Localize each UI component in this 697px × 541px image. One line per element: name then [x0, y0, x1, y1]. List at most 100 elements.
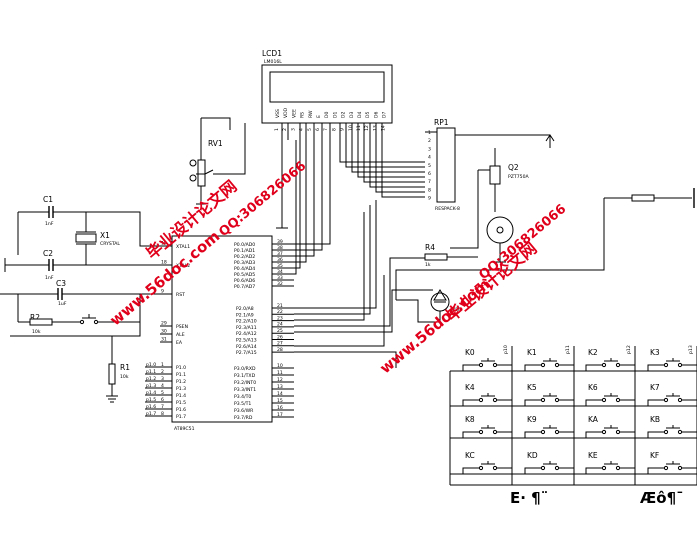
- mcu-pin-number: 8: [161, 411, 164, 417]
- mcu-pin-name: P0.5/AD5: [234, 272, 255, 278]
- mcu-pin-name: P2.5/A13: [236, 338, 257, 344]
- lcd-to-rp1-bus: [339, 123, 437, 198]
- potentiometer-rv1[interactable]: RV1: [189, 117, 246, 205]
- keypad-key[interactable]: K9: [524, 415, 574, 438]
- q2-model-label: PZT750A: [508, 174, 529, 180]
- keypad-key[interactable]: K2: [585, 348, 635, 371]
- mcu-pin-name: P1.0: [176, 365, 186, 371]
- mcu-pin-name: P1.4: [176, 393, 186, 399]
- mcu-pin-name: P1.7: [176, 414, 186, 420]
- rp1-body: [436, 127, 456, 203]
- keypad-key[interactable]: K7: [647, 383, 697, 406]
- rp1-pin-number: 5: [428, 163, 431, 169]
- keypad-key-label: K5: [527, 383, 537, 392]
- reset-circuit: C3 1uF R2 10k R1 10k: [0, 279, 160, 403]
- r1-ref-label: R1: [120, 363, 130, 372]
- keypad-key[interactable]: KB: [647, 415, 697, 438]
- mcu-pin-number: 12: [277, 377, 283, 383]
- mcu-pin-number: 36: [277, 257, 283, 263]
- keypad-key-label: K0: [465, 348, 475, 357]
- mcu-pin-name: P1.1: [176, 372, 186, 378]
- rp1-model-label: RESPACK-8: [435, 206, 460, 212]
- lcd-pin-number: 3: [290, 128, 296, 131]
- lcd-pin-number: 4: [299, 128, 305, 131]
- lcd-pin-label: VDD: [283, 107, 289, 118]
- resistor-r4[interactable]: R4 1k: [424, 243, 478, 268]
- lcd-pin-number: 5: [307, 128, 313, 131]
- lcd-pin-label: D3: [349, 111, 355, 118]
- watermark-text: QQ:306826066: [476, 202, 569, 283]
- lcd-pin-number: 11: [356, 125, 362, 131]
- keypad-key[interactable]: K1: [524, 348, 574, 371]
- lcd-pin-label: D6: [373, 111, 379, 118]
- mcu-pin-name: P2.7/A15: [236, 350, 257, 356]
- lcd-pin-label: D4: [357, 111, 363, 118]
- output-line: [395, 188, 695, 300]
- led-d1[interactable]: RED: [396, 289, 462, 323]
- buzzer-body: [486, 216, 514, 244]
- keypad-key[interactable]: KA: [585, 415, 635, 438]
- keypad-key[interactable]: KD: [524, 451, 574, 474]
- mcu-pin-number: 5: [161, 390, 164, 396]
- keypad-column-net-label: p13: [688, 345, 694, 354]
- keypad-key[interactable]: K8: [462, 415, 512, 438]
- mcu-pin-number: 23: [277, 315, 283, 321]
- rp1-pin-number: 6: [428, 171, 431, 177]
- lcd-pin-label: VSS: [275, 109, 281, 118]
- keypad-key[interactable]: KE: [585, 451, 635, 474]
- mcu-pin-name: P1.6: [176, 407, 186, 413]
- keypad-key-label: KB: [650, 415, 660, 424]
- mcu-pin-name: XTAL1: [176, 244, 190, 250]
- mcu-at89c51[interactable]: AT89C51 19XTAL118XTAL29RST29PSEN30ALE31E…: [145, 235, 294, 432]
- lcd-screen: [269, 71, 385, 103]
- rv1-node: [189, 174, 197, 182]
- mcu-pin-name: P3.7/RD: [234, 415, 253, 421]
- mcu-pin-name: P0.2/AD2: [234, 254, 255, 260]
- resistor-r1: [108, 363, 116, 385]
- rp1-pin-number: 3: [428, 146, 431, 152]
- mcu-pin-number: 27: [277, 341, 283, 347]
- lcd-module[interactable]: LCD1 LM016L VSS1VDD2VEE3RS4RW5E6D07D18D2…: [261, 49, 393, 131]
- lcd-pin-number: 1: [274, 128, 280, 131]
- q2-body: [489, 165, 501, 185]
- port1-net-label: p1.7: [146, 411, 156, 417]
- keypad-key-label: KE: [588, 451, 598, 460]
- buzzer[interactable]: [486, 216, 514, 263]
- c2-value-label: 1nF: [45, 275, 54, 281]
- port1-net-label: p1.2: [146, 376, 156, 382]
- mcu-pin-number: 10: [277, 363, 283, 369]
- mcu-pin-number: 39: [277, 239, 283, 245]
- lcd-pin-label: D2: [341, 111, 347, 118]
- resistor-r2: [29, 318, 53, 326]
- mcu-pin-number: 4: [161, 383, 164, 389]
- lcd-pin-label: D1: [332, 111, 338, 118]
- keypad-key-label: KC: [465, 451, 475, 460]
- keypad-key-label: K1: [527, 348, 537, 357]
- lcd-pin-label: RW: [308, 110, 314, 118]
- keypad-key[interactable]: K0: [462, 348, 512, 371]
- keypad-key[interactable]: K3: [647, 348, 697, 371]
- lcd-pin-number: 10: [348, 125, 354, 131]
- mcu-pin-number: 29: [161, 321, 167, 327]
- port1-net-label: p1.5: [146, 397, 156, 403]
- rv1-node: [189, 159, 197, 167]
- keypad-key[interactable]: K4: [462, 383, 512, 406]
- transistor-q2[interactable]: Q2 PZT750A: [450, 148, 529, 249]
- mcu-pin-name: P2.2/A10: [236, 319, 257, 325]
- keypad-key[interactable]: K5: [524, 383, 574, 406]
- r4-body: [424, 253, 448, 261]
- mcu-pin-name: P3.1/TXD: [234, 373, 256, 379]
- r2-value-label: 10k: [32, 329, 41, 335]
- keypad-key[interactable]: KF: [647, 451, 697, 474]
- vcc-arrow: [455, 134, 555, 148]
- keypad-key[interactable]: K6: [585, 383, 635, 406]
- mcu-pin-number: 21: [277, 303, 283, 309]
- mcu-pin-number: 24: [277, 322, 283, 328]
- mcu-pin-number: 28: [277, 347, 283, 353]
- mcu-pin-number: 25: [277, 328, 283, 334]
- keypad-key[interactable]: KC: [462, 451, 512, 474]
- led-color-label: RED: [452, 307, 462, 313]
